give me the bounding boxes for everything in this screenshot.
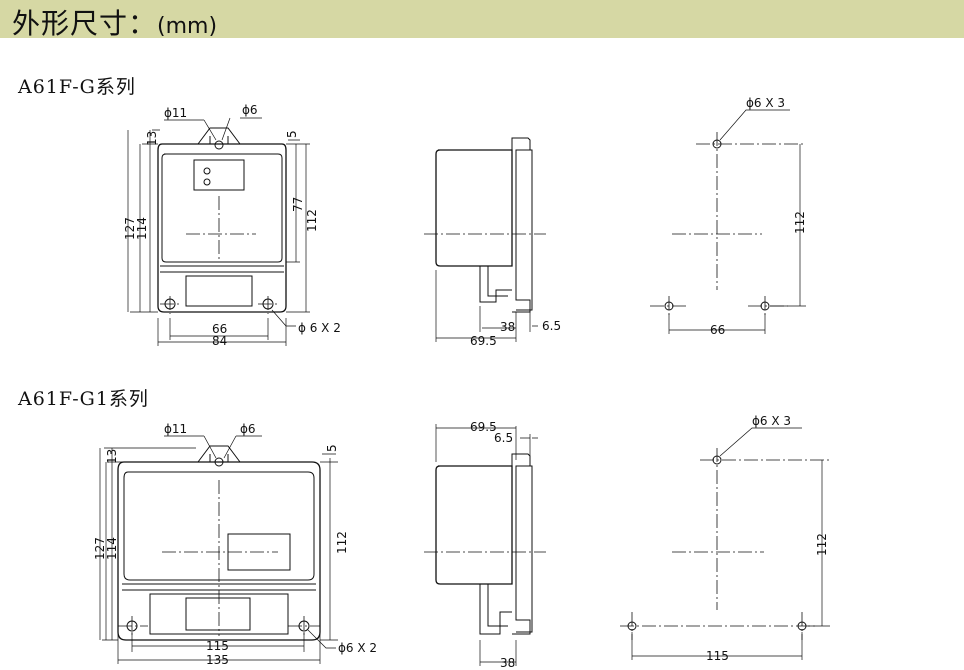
front-terminal-cover <box>185 275 253 307</box>
side-terminal-g1 <box>479 584 512 635</box>
front-view-a61f-g: ϕ11 ϕ6 5 13 127 114 77 112 66 84 ϕ 6 X 2 <box>123 103 341 348</box>
front-body-outline-g1 <box>117 461 321 641</box>
dim-127-g1: 127 <box>93 537 107 560</box>
dim-phi6-g1: ϕ6 <box>240 422 256 436</box>
mount-template-a61f-g: ϕ6 X 3 112 66 <box>650 96 807 337</box>
side-view-a61f-g1: 69.5 6.5 38 <box>424 420 546 670</box>
mount-template-a61f-g1: ϕ6 X 3 112 115 <box>620 414 830 663</box>
front-lower-panel <box>160 265 284 273</box>
side-back-plate <box>511 137 531 313</box>
dim-77: 77 <box>291 197 305 212</box>
front-indicator-box <box>193 159 245 191</box>
front-view-a61f-g1: ϕ11 ϕ6 5 13 127 114 112 115 135 ϕ6 X 2 <box>93 422 377 667</box>
top-hang-hole <box>214 140 224 150</box>
dim-135-g1: 135 <box>206 653 229 667</box>
mount-holes-3-g1: ϕ6 X 3 <box>752 414 791 428</box>
dim-114-g1: 114 <box>105 537 119 560</box>
dim-13-g1: 13 <box>105 449 119 464</box>
mount-dim-112: 112 <box>793 211 807 234</box>
dim-13: 13 <box>145 131 159 146</box>
dim-38-g1: 38 <box>500 656 515 670</box>
dim-69-5: 69.5 <box>470 334 497 348</box>
dim-6-5: 6.5 <box>542 319 561 333</box>
mount-holes-3: ϕ6 X 3 <box>746 96 785 110</box>
section-title-a61f-g: A61F-G系列 <box>18 76 136 98</box>
side-body-outline <box>435 149 513 267</box>
front-top-window <box>161 153 283 263</box>
title-text: 外形尺寸： <box>12 7 158 40</box>
top-hang-hole-g1 <box>214 457 224 467</box>
dim-66: 66 <box>212 322 227 336</box>
dim-holes-2: ϕ 6 X 2 <box>298 321 341 335</box>
dim-5: 5 <box>285 130 299 138</box>
indicator-led-2 <box>203 178 211 186</box>
side-terminal <box>479 266 512 303</box>
title-bar <box>0 0 964 38</box>
indicator-led-1 <box>203 167 211 175</box>
dim-115-g1: 115 <box>206 639 229 653</box>
dim-84: 84 <box>212 334 227 348</box>
dim-112: 112 <box>305 209 319 232</box>
dim-phi6: ϕ6 <box>242 103 258 117</box>
dim-holes-2-g1: ϕ6 X 2 <box>338 641 377 655</box>
dim-112-g1: 112 <box>335 531 349 554</box>
side-back-plate-g1 <box>511 453 531 635</box>
side-body-outline-g1 <box>435 465 513 585</box>
side-view-a61f-g: 38 6.5 69.5 <box>424 137 561 348</box>
dim-6-5-g1: 6.5 <box>494 431 513 445</box>
front-top-window-g1 <box>123 471 315 581</box>
dim-69-5-g1: 69.5 <box>470 420 497 434</box>
dim-38: 38 <box>500 320 515 334</box>
dim-phi11-g1: ϕ11 <box>164 422 187 436</box>
dim-phi11: ϕ11 <box>164 106 187 120</box>
front-hang-tab-g1 <box>197 445 241 463</box>
page-title: 外形尺寸：(mm) <box>12 2 217 42</box>
mount-dim-112-g1: 112 <box>815 533 829 556</box>
title-unit: (mm) <box>157 14 218 39</box>
front-terminal-cover-g1 <box>185 597 251 631</box>
section-title-a61f-g1: A61F-G1系列 <box>18 388 149 410</box>
dim-5-g1: 5 <box>325 444 339 452</box>
mount-dim-66: 66 <box>710 323 725 337</box>
dim-127: 127 <box>123 217 137 240</box>
front-hang-tab <box>197 127 241 145</box>
dim-114: 114 <box>135 217 149 240</box>
front-body-outline <box>157 143 287 313</box>
mount-dim-115-g1: 115 <box>706 649 729 663</box>
